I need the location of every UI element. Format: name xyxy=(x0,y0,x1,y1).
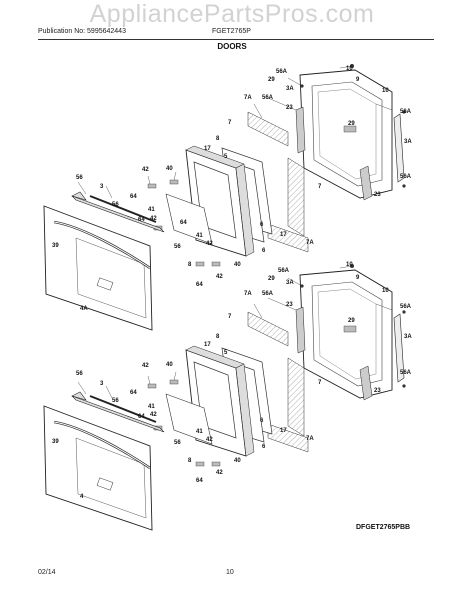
callout: 6 xyxy=(262,248,266,254)
section-title: DOORS xyxy=(217,42,247,51)
callout: 56A xyxy=(400,370,412,376)
callout: 40 xyxy=(166,362,173,368)
callout: 3 xyxy=(100,184,104,190)
callout: 39 xyxy=(52,243,59,249)
callout: 5 xyxy=(224,350,228,356)
callout: 29 xyxy=(348,318,355,324)
callout: 42 xyxy=(216,274,223,280)
callout: 41 xyxy=(148,207,155,213)
header-rule xyxy=(38,39,434,40)
callout: 56A xyxy=(400,109,412,115)
callout: 64 xyxy=(138,414,145,420)
callout: 7A xyxy=(244,95,252,101)
upper-callouts: 10 56A 29 9 3A 10 7A 56A 23 56A 7 29 8 3… xyxy=(52,66,412,312)
callout: 17 xyxy=(204,146,211,152)
callout: 4 xyxy=(80,494,84,500)
callout: 23 xyxy=(374,388,381,394)
callout: 17 xyxy=(280,232,287,238)
callout: 56 xyxy=(112,398,119,404)
publication-number: Publication No: 5995642443 xyxy=(38,28,126,35)
callout: 7 xyxy=(228,314,232,320)
callout: 6 xyxy=(260,222,264,228)
callout: 7 xyxy=(318,184,322,190)
callout: 3A xyxy=(286,280,294,286)
callout: 10 xyxy=(382,288,389,294)
callout: 64 xyxy=(180,220,187,226)
callout: 23 xyxy=(286,302,293,308)
callout: 41 xyxy=(148,404,155,410)
watermark: AppliancePartsPros.com xyxy=(89,0,375,28)
callout: 17 xyxy=(280,428,287,434)
callout: 40 xyxy=(166,166,173,172)
callout: 23 xyxy=(286,105,293,111)
callout: 42 xyxy=(142,363,149,369)
callout: 56A xyxy=(262,95,274,101)
callout: 56 xyxy=(174,440,181,446)
callout: 64 xyxy=(130,390,137,396)
diagram-code: DFGET2765PBB xyxy=(356,524,411,531)
callout: 41 xyxy=(196,429,203,435)
callout: 64 xyxy=(130,194,137,200)
callout: 41 xyxy=(196,233,203,239)
page-number: 10 xyxy=(226,569,234,576)
callout: 3 xyxy=(100,381,104,387)
callout: 40 xyxy=(234,458,241,464)
lower-callouts: 10 56A 29 9 3A 10 7A 56A 23 56A 7 29 8 3… xyxy=(52,262,412,500)
callout: 29 xyxy=(348,121,355,127)
callout: 23 xyxy=(374,192,381,198)
callout: 64 xyxy=(196,282,203,288)
callout: 8 xyxy=(188,458,192,464)
callout: 17 xyxy=(204,342,211,348)
callout: 29 xyxy=(268,276,275,282)
callout: 64 xyxy=(138,217,145,223)
callout: 42 xyxy=(216,470,223,476)
callout: 42 xyxy=(206,241,213,247)
callout: 8 xyxy=(216,136,220,142)
callout: 3A xyxy=(286,86,294,92)
callout: 8 xyxy=(216,334,220,340)
footer-date: 02/14 xyxy=(38,569,56,576)
callout: 7A xyxy=(306,436,314,442)
callout: 56A xyxy=(262,291,274,297)
callout: 39 xyxy=(52,439,59,445)
callout: 10 xyxy=(382,88,389,94)
callout: 6 xyxy=(262,444,266,450)
callout: 8 xyxy=(188,262,192,268)
callout: 10 xyxy=(346,262,353,268)
callout: 7 xyxy=(228,120,232,126)
callout: 7A xyxy=(306,240,314,246)
callout: 56 xyxy=(76,371,83,377)
callout: 56 xyxy=(76,175,83,181)
callout: 42 xyxy=(150,216,157,222)
callout: 40 xyxy=(234,262,241,268)
callout: 56A xyxy=(276,69,288,75)
model-number: FGET2765P xyxy=(212,28,251,35)
callout: 9 xyxy=(356,275,360,281)
callout: 7A xyxy=(244,291,252,297)
callout: 29 xyxy=(268,77,275,83)
callout: 42 xyxy=(150,412,157,418)
callout: 10 xyxy=(346,66,353,72)
callout: 56A xyxy=(400,304,412,310)
callout: 56 xyxy=(174,244,181,250)
callout: 3A xyxy=(404,139,412,145)
callout: 42 xyxy=(142,167,149,173)
callout: 42 xyxy=(206,437,213,443)
callout: 56A xyxy=(278,268,290,274)
callout: 6 xyxy=(260,418,264,424)
callout: 9 xyxy=(356,77,360,83)
callout: 3A xyxy=(404,334,412,340)
callout: 56A xyxy=(400,174,412,180)
callout: 56 xyxy=(112,202,119,208)
callout: 4A xyxy=(80,306,88,312)
callout: 7 xyxy=(318,380,322,386)
callout: 64 xyxy=(196,478,203,484)
callout: 5 xyxy=(224,154,228,160)
